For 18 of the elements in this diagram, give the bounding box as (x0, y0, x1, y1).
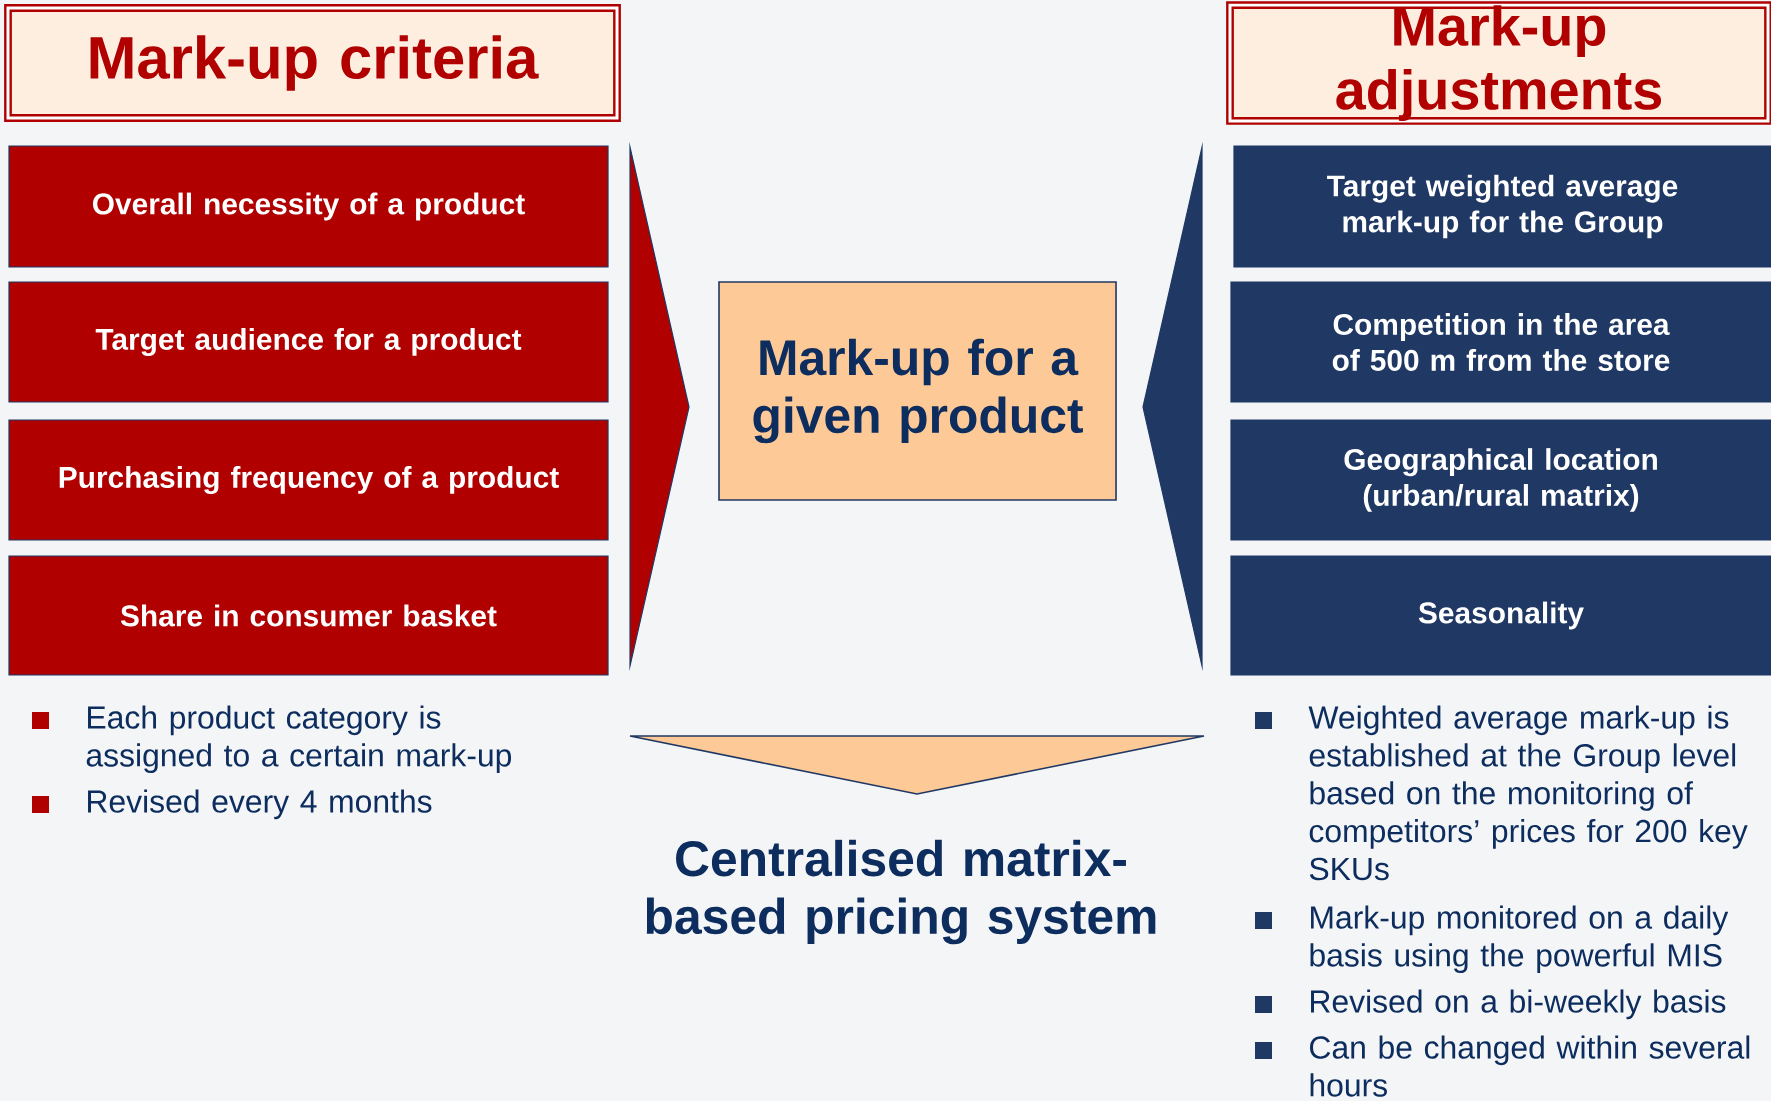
criterion-box: Share in consumer basket (8, 555, 609, 676)
bullet-text: Revised every 4 months (88, 789, 432, 820)
bullet-text: Weighted average mark-up is established at the Group level based on the monitoring of competitors’ prices for 200 key SKUs (1308, 705, 1748, 881)
adjustment-box: Target weighted average mark-up for the Group (1233, 145, 1771, 268)
center-box: Mark-up for a given product (718, 281, 1117, 501)
adjustment-box: Seasonality (1230, 555, 1771, 676)
criterion-box: Target audience for a product (8, 281, 609, 403)
system-title: Centralised matrix-based pricing system (646, 839, 1156, 945)
adjustment-box: Competition in the area of 500 m from the store (1230, 281, 1771, 403)
bullet-text: Revised on a bi-weekly basis (1311, 989, 1726, 1020)
title-box: Mark-up adjustments (1226, 1, 1771, 125)
bullet-text: Mark-up monitored on a daily basis using the powerful MIS (1310, 905, 1729, 973)
title-box: Mark-up criteria (4, 4, 621, 122)
criterion-box: Purchasing frequency of a product (8, 419, 609, 541)
criterion-box: Overall necessity of a product (8, 145, 609, 268)
bullet-text: Each product category is assigned to a certain mark-up (86, 705, 512, 773)
bullet-text: Can be changed within several hours (1310, 1035, 1750, 1097)
adjustment-box: Geographical location (urban/rural matrix) (1230, 419, 1771, 541)
